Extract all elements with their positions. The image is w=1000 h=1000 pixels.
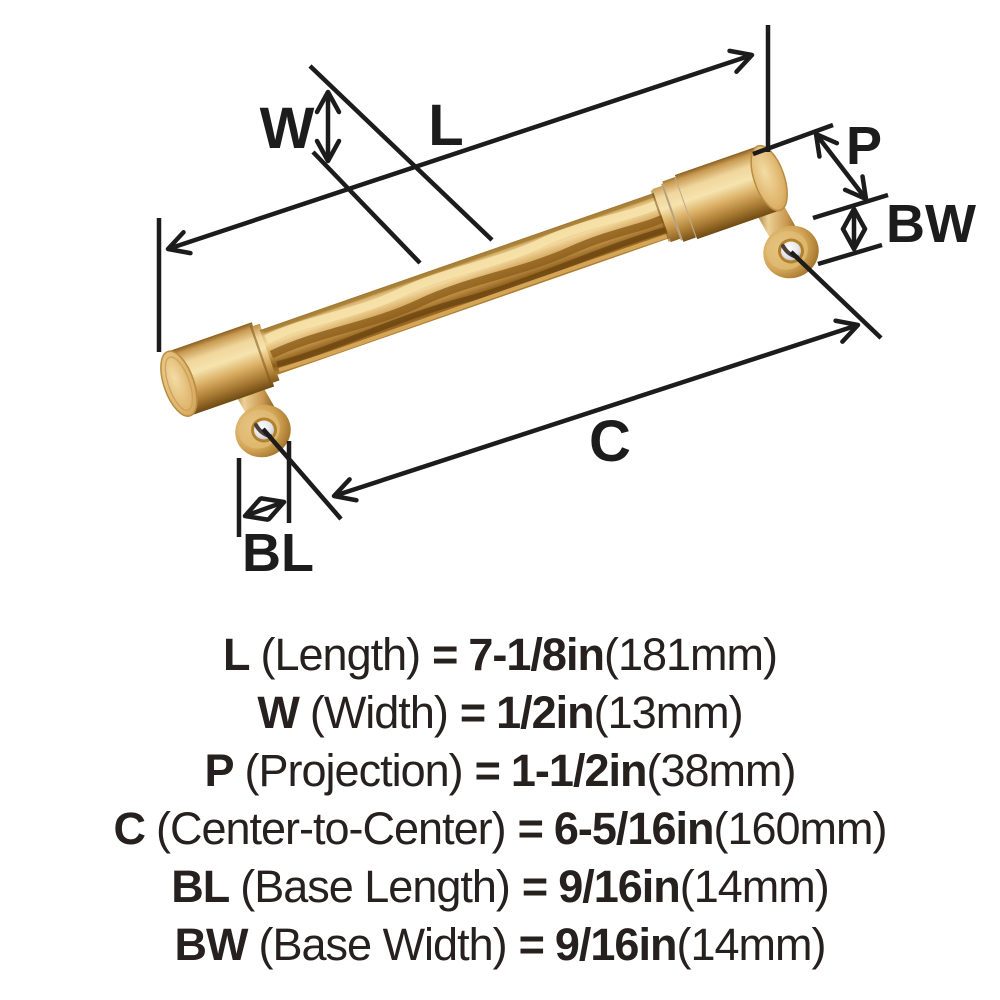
spec-metric-value: (181mm) (603, 629, 778, 680)
left-cap-ring (252, 323, 280, 384)
spec-label: (Projection) (244, 745, 464, 796)
spec-equals: = (432, 629, 458, 680)
spec-row-base-length: BL(Base Length)=9/16in(14mm) (0, 858, 1000, 916)
spec-label: (Base Length) (240, 861, 511, 912)
spec-metric-value: (160mm) (713, 803, 887, 854)
bar-bottom-reflection (278, 232, 671, 372)
p-extension-top (752, 122, 834, 157)
spec-row-length: L(Length)=7-1/8in(181mm) (0, 626, 1000, 684)
spec-label: (Width) (309, 687, 449, 738)
spec-label: (Length) (260, 629, 422, 680)
spec-metric-value: (13mm) (593, 687, 744, 738)
left-cap-face-inset (164, 356, 194, 412)
dim-line-projection (813, 131, 869, 202)
label-width: W (260, 96, 315, 161)
handle-diagram: W L P BW C BL (156, 25, 976, 583)
label-center-to-center: C (589, 409, 631, 474)
left-cap-ring-line (249, 325, 273, 385)
spec-label: (Base Width) (258, 919, 508, 970)
spec-imperial-value: 9/16in (554, 919, 678, 970)
spec-label: (Center-to-Center) (155, 803, 507, 854)
w-extension-top (308, 64, 494, 242)
spec-equals: = (459, 687, 486, 738)
dimension-legend: L(Length)=7-1/8in(181mm) W(Width)=1/2in(… (0, 626, 1000, 974)
spec-imperial-value: 6-5/16in (553, 803, 715, 854)
label-projection: P (846, 116, 882, 176)
spec-row-projection: P(Projection)=1-1/2in(38mm) (0, 742, 1000, 800)
spec-equals: = (517, 803, 544, 854)
left-cap-face (160, 350, 198, 417)
spec-imperial-value: 9/16in (558, 861, 681, 912)
bar-top-edge (263, 193, 657, 334)
spec-row-width: W(Width)=1/2in(13mm) (0, 684, 1000, 742)
bw-extension-bottom (817, 242, 883, 267)
spec-code: C (113, 803, 145, 854)
label-length: L (428, 93, 463, 158)
bar-hammer-shadow (276, 226, 670, 368)
bar-hammer-highlight (264, 199, 662, 344)
w-extension-bottom (311, 150, 422, 265)
spec-equals: = (518, 919, 545, 970)
handle-pull (160, 144, 819, 458)
spec-code: BW (174, 919, 249, 970)
spec-code: BL (171, 861, 230, 912)
spec-imperial-value: 1-1/2in (510, 745, 648, 796)
p-extension-bottom (812, 192, 889, 221)
spec-row-base-width: BW(Base Width)=9/16in(14mm) (0, 916, 1000, 974)
label-base-width: BW (886, 194, 976, 254)
spec-code: L (223, 629, 250, 680)
right-cap-face (750, 144, 788, 212)
spec-equals: = (521, 861, 548, 912)
spec-equals: = (474, 745, 501, 796)
spec-metric-value: (14mm) (679, 861, 830, 912)
spec-code: W (257, 687, 299, 738)
dim-line-length (165, 48, 755, 256)
label-base-length: BL (242, 523, 314, 583)
spec-code: P (204, 745, 235, 796)
dimension-lines (156, 25, 889, 537)
c-leader-right (789, 250, 883, 340)
spec-imperial-value: 1/2in (496, 687, 595, 738)
c-leader-left (261, 427, 343, 521)
spec-metric-value: (38mm) (646, 745, 796, 796)
dim-line-base-length (242, 496, 287, 522)
spec-imperial-value: 7-1/8in (468, 629, 605, 680)
spec-row-center-to-center: C(Center-to-Center)=6-5/16in(160mm) (0, 800, 1000, 858)
dim-line-center-to-center (331, 318, 861, 503)
spec-metric-value: (14mm) (676, 919, 826, 970)
bar-hammer-shade (269, 214, 667, 359)
